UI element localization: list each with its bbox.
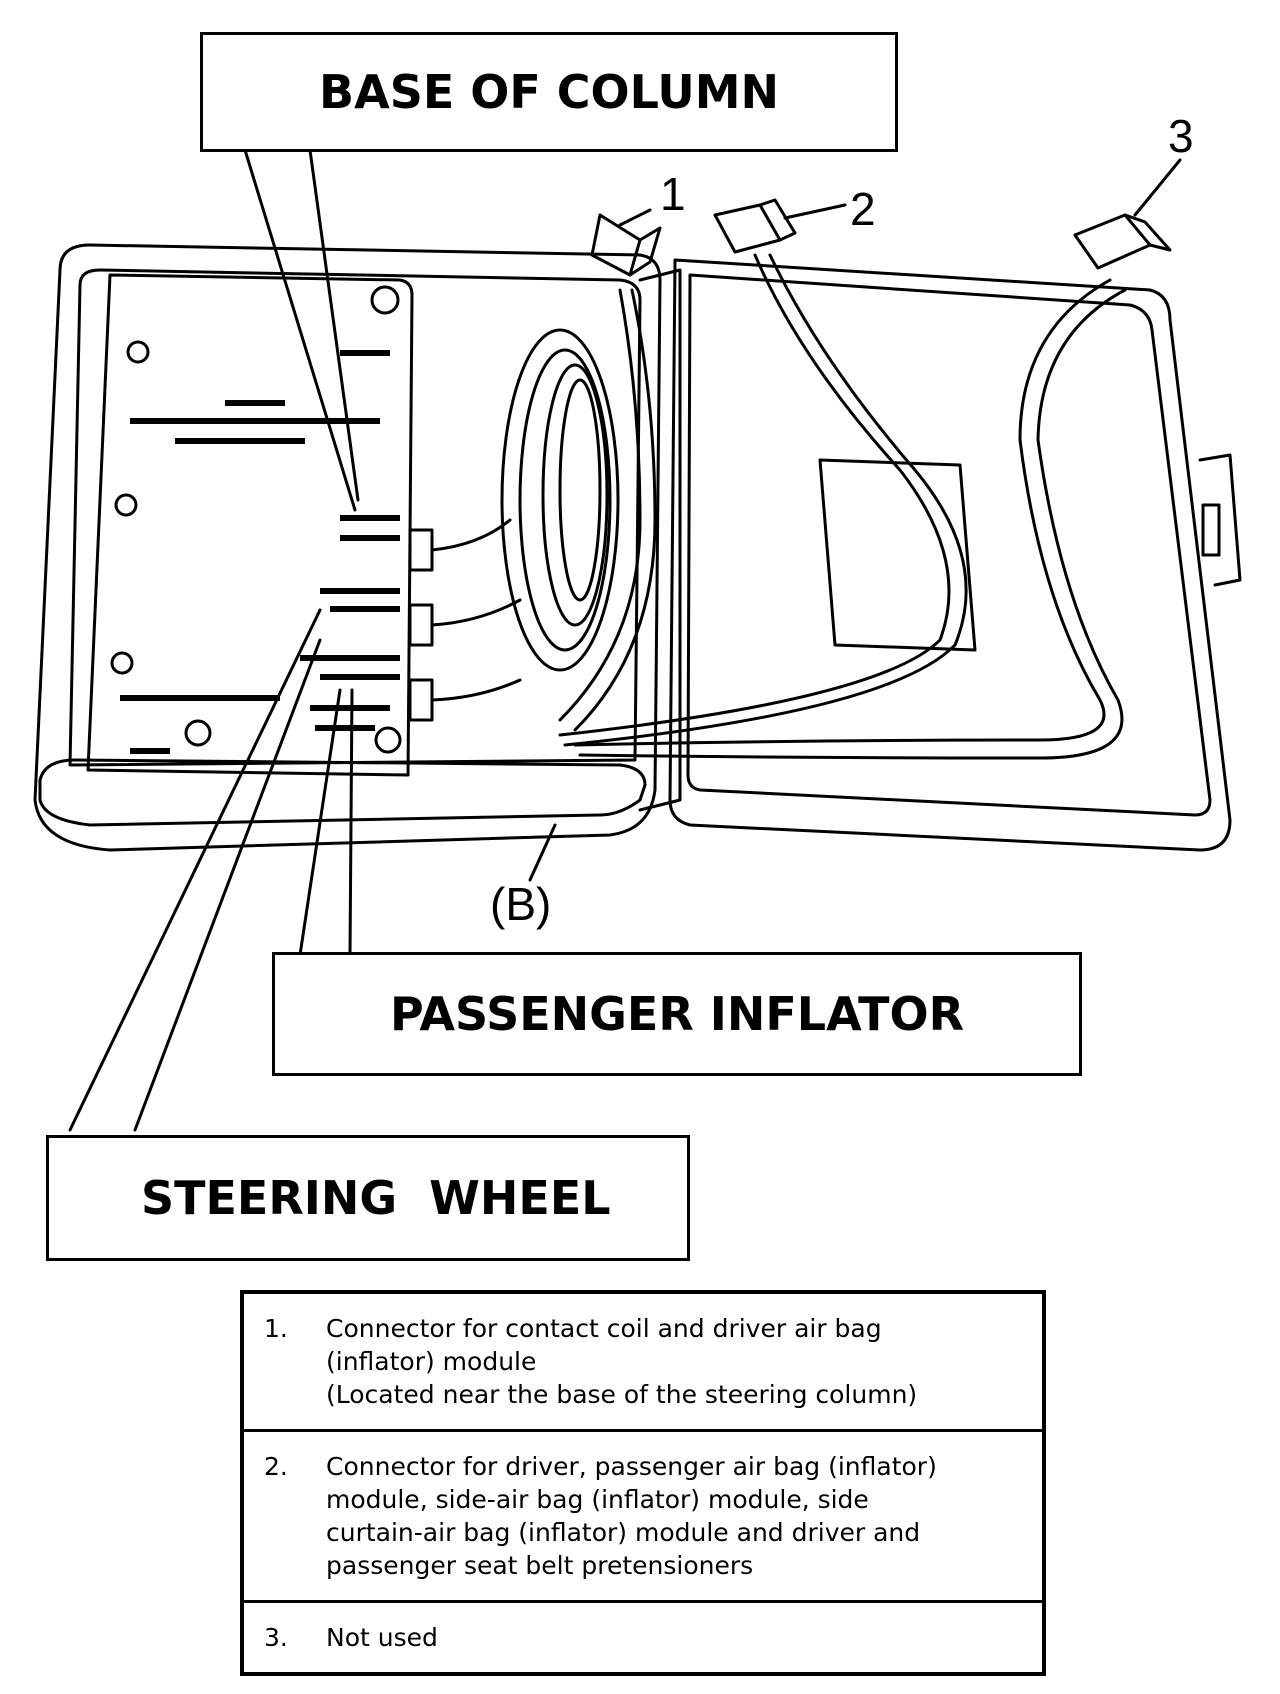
leader-2: [783, 203, 847, 220]
handle-slot: [1201, 503, 1221, 557]
cable-coil: [500, 328, 620, 672]
leader-b: [528, 823, 557, 882]
connector-label-2: 2: [850, 183, 876, 235]
cable: [430, 518, 512, 552]
hole: [374, 726, 402, 754]
legend-row: 1. Connector for contact coil and driver…: [244, 1294, 1042, 1432]
callout-steering-wheel: STEERING WHEEL: [46, 1135, 690, 1261]
leader-base: [243, 148, 357, 512]
callout-base-of-column: BASE OF COLUMN: [200, 32, 898, 152]
cable-coil: [558, 378, 602, 602]
leader-passenger: [348, 688, 354, 957]
connector-label-3: 3: [1168, 110, 1194, 162]
cable: [573, 288, 657, 732]
legend-line: Connector for contact coil and driver ai…: [326, 1314, 882, 1343]
label-plate: [818, 458, 977, 652]
cable: [563, 253, 968, 747]
cable: [430, 598, 522, 627]
connector-1: [590, 213, 642, 277]
socket: [408, 528, 434, 572]
legend-description: Connector for driver, passenger air bag …: [326, 1450, 937, 1582]
legend-line: Connector for driver, passenger air bag …: [326, 1452, 937, 1481]
callout-steering-wheel-text: STEERING WHEEL: [141, 1171, 611, 1225]
legend-line: (Located near the base of the steering c…: [326, 1380, 918, 1409]
legend-number: 2.: [264, 1452, 288, 1481]
connector-2: [713, 203, 782, 254]
callout-passenger-inflator: PASSENGER INFLATOR: [272, 952, 1082, 1076]
connector-3: [1073, 213, 1152, 270]
leader-1: [618, 208, 652, 227]
leader-passenger: [298, 688, 342, 957]
leader-steering: [133, 638, 322, 1132]
knob: [184, 719, 212, 747]
legend-line: passenger seat belt pretensioners: [326, 1551, 754, 1580]
label-b: (B): [490, 878, 551, 930]
cable-coil: [541, 363, 609, 627]
legend-table: 1. Connector for contact coil and driver…: [240, 1290, 1046, 1676]
legend-line: (inflator) module: [326, 1347, 537, 1376]
leader-base: [308, 148, 360, 502]
socket: [408, 603, 434, 647]
handle-tab: [1198, 453, 1242, 587]
hinge: [638, 268, 682, 812]
leader-3: [1133, 158, 1182, 217]
hole: [114, 493, 138, 517]
cable: [558, 253, 951, 737]
legend-row: 2. Connector for driver, passenger air b…: [244, 1432, 1042, 1603]
cable: [578, 288, 1127, 760]
legend-line: Not used: [326, 1623, 438, 1652]
hole: [126, 340, 150, 364]
cable-coil: [518, 348, 612, 652]
connector-label-1: 1: [660, 168, 686, 220]
deployment-tool-illustration: 1 2 3 (B): [33, 110, 1242, 1132]
hole: [370, 285, 400, 315]
legend-line: module, side-air bag (inflator) module, …: [326, 1485, 869, 1514]
legend-row: 3. Not used: [244, 1603, 1042, 1672]
case-left-inner: [68, 268, 642, 767]
panel-markings: [120, 350, 400, 754]
cable: [430, 678, 522, 702]
cable: [573, 278, 1112, 747]
case-right-outer: [668, 258, 1232, 852]
hole: [110, 651, 134, 675]
legend-description: Not used: [326, 1621, 438, 1654]
cable: [558, 288, 642, 722]
legend-number: 3.: [264, 1623, 288, 1652]
legend-description: Connector for contact coil and driver ai…: [326, 1312, 917, 1411]
callout-passenger-inflator-text: PASSENGER INFLATOR: [389, 987, 965, 1041]
case-left-outer: [33, 243, 662, 852]
socket: [408, 678, 434, 722]
case-right-inner: [686, 273, 1212, 817]
legend-number: 1.: [264, 1314, 288, 1343]
legend-line: curtain-air bag (inflator) module and dr…: [326, 1518, 921, 1547]
case-left-rim: [38, 758, 647, 827]
callout-base-of-column-text: BASE OF COLUMN: [319, 65, 779, 119]
